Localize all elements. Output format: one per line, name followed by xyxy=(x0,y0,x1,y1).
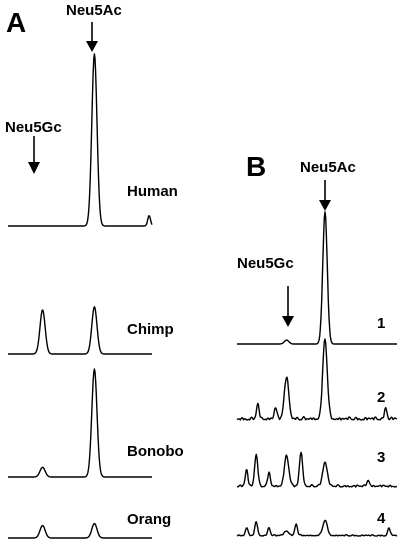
trace-label-chimp: Chimp xyxy=(127,321,174,338)
trace-sample-1 xyxy=(237,211,397,345)
trace-label-bonobo: Bonobo xyxy=(127,443,184,460)
trace-sample-4 xyxy=(236,519,398,537)
trace-sample-2 xyxy=(236,338,398,421)
panel-a-neu5ac-arrow xyxy=(86,22,98,52)
trace-bonobo xyxy=(7,368,153,478)
panel-b-neu5gc-arrow xyxy=(282,286,294,327)
trace-label-sample-2: 2 xyxy=(377,389,385,406)
trace-orang xyxy=(7,522,153,539)
panel-b-neu5ac-label: Neu5Ac xyxy=(300,159,356,176)
trace-label-orang: Orang xyxy=(127,511,171,528)
panel-a-neu5gc-arrow xyxy=(28,136,40,174)
trace-chimp xyxy=(7,306,153,355)
trace-human xyxy=(7,53,153,227)
panel-a-neu5ac-label: Neu5Ac xyxy=(66,2,122,19)
panel-a: A Neu5Ac Neu5Gc Human Chimp Bonobo Orang xyxy=(5,2,184,539)
panel-a-letter: A xyxy=(6,7,26,38)
panel-b-neu5ac-arrow xyxy=(319,180,331,211)
trace-label-sample-4: 4 xyxy=(377,510,386,527)
panel-b-neu5gc-label: Neu5Gc xyxy=(237,255,294,272)
panel-a-neu5gc-label: Neu5Gc xyxy=(5,119,62,136)
trace-label-human: Human xyxy=(127,183,178,200)
panel-b-letter: B xyxy=(246,151,266,182)
panel-b: B Neu5Ac Neu5Gc 1 2 3 4 xyxy=(236,151,398,537)
trace-label-sample-1: 1 xyxy=(377,315,385,332)
trace-sample-3 xyxy=(236,451,397,488)
trace-label-sample-3: 3 xyxy=(377,449,385,466)
